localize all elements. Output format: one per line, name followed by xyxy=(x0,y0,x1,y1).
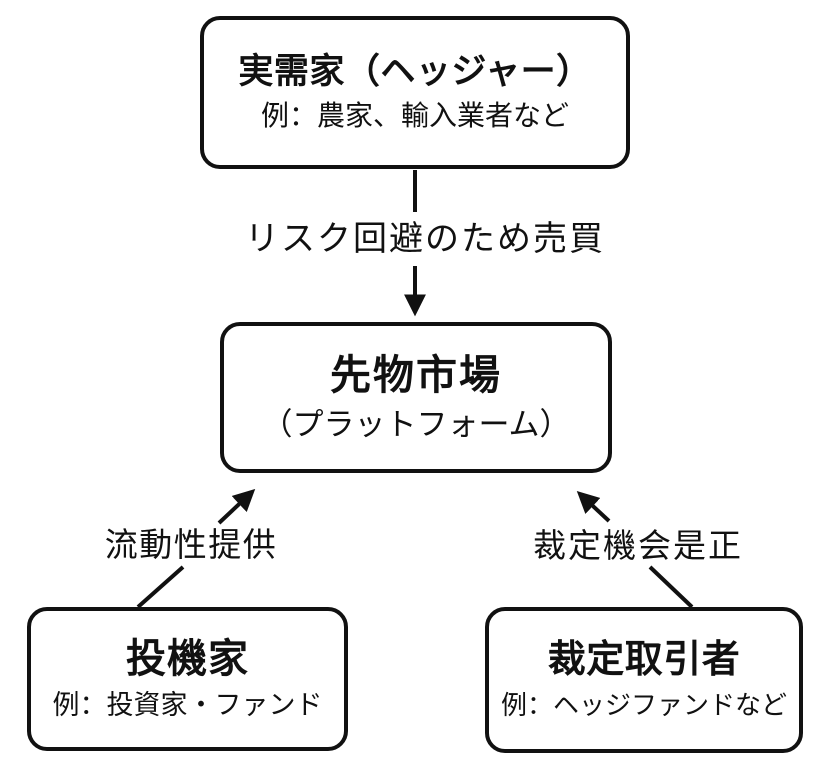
edge-label-liquidity: 流動性提供 xyxy=(104,526,278,563)
node-arbitrageur: 裁定取引者 例：ヘッジファンドなど xyxy=(485,607,803,753)
edge-label-risk-hedging: リスク回避のため売買 xyxy=(245,220,605,258)
node-futures-market-subtitle: （プラットフォーム） xyxy=(261,406,571,442)
node-speculator-subtitle: 例：投資家・ファンド xyxy=(52,690,323,721)
arrow-arbitrageur-to-market-upper xyxy=(576,491,611,523)
arrow-speculator-to-market-lower xyxy=(136,565,185,609)
node-arbitrageur-title: 裁定取引者 xyxy=(547,639,741,682)
node-hedger-title: 実需家（ヘッジャー） xyxy=(238,52,592,92)
node-speculator: 投機家 例：投資家・ファンド xyxy=(27,607,348,751)
arrow-speculator-to-market-upper xyxy=(217,488,256,525)
node-arbitrageur-subtitle: 例：ヘッジファンドなど xyxy=(500,689,787,720)
node-futures-market-title: 先物市場 xyxy=(330,351,502,398)
node-speculator-title: 投機家 xyxy=(126,637,249,682)
edge-label-arbitrage: 裁定機会是正 xyxy=(533,527,743,564)
node-hedger: 実需家（ヘッジャー） 例：農家、輸入業者など xyxy=(200,16,630,169)
node-hedger-subtitle: 例：農家、輸入業者など xyxy=(260,100,569,132)
arrow-arbitrageur-to-market-lower xyxy=(648,565,694,609)
node-futures-market: 先物市場 （プラットフォーム） xyxy=(220,322,612,473)
